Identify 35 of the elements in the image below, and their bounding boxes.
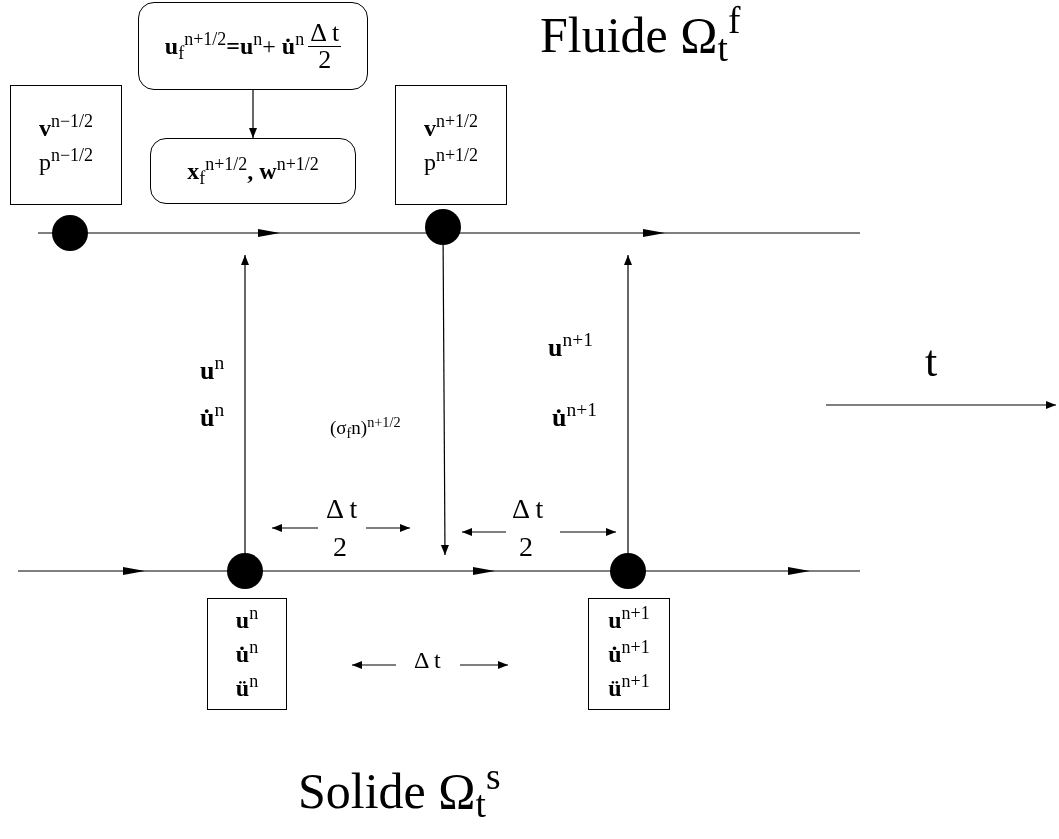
math-label: Δ t — [414, 648, 441, 672]
math-label: u$^{n+1}$ — [548, 335, 593, 361]
value-text: u̇$^{n+1}$ — [608, 639, 650, 669]
math-label: Δ t — [512, 495, 544, 523]
math-label: (σ$_{f}$n)$^{n+1/2}$ — [330, 418, 401, 437]
math-label: u̇$^{n}$ — [200, 405, 225, 431]
value-text: v$^{n+1/2}$ — [423, 113, 479, 143]
math-label: 2 — [333, 533, 347, 561]
arrow — [249, 89, 257, 139]
math-label: Δ t — [326, 495, 358, 523]
fraction-denominator: 2 — [318, 46, 332, 73]
value-text: u$^{n}$ — [235, 605, 259, 635]
math-label: 2 — [519, 533, 533, 561]
value-text: v$^{n−1/2}$ — [38, 113, 94, 143]
value-box — [10, 85, 122, 205]
value-text: u̇$^{n}$ — [235, 639, 259, 669]
value-text: ü$^{n}$ — [235, 673, 259, 703]
value-text: u$^{n+1}$ — [608, 605, 650, 635]
value-box — [395, 85, 507, 205]
math-label: u$^{n}$ — [200, 358, 225, 384]
value-text: p$^{n−1/2}$ — [38, 147, 94, 177]
arrow — [440, 244, 449, 556]
math-label: t — [925, 340, 938, 384]
value-box — [207, 598, 287, 710]
formula-box — [150, 138, 356, 204]
formula-box — [138, 2, 368, 90]
math-label: u̇$^{n+1}$ — [552, 405, 597, 431]
value-text: ü$^{n+1}$ — [608, 673, 650, 703]
arrow — [624, 254, 632, 554]
fraction-numerator: Δ t — [308, 19, 342, 47]
formula-text: u$_{f}$$^{n+1/2}$=u$^{n}$+ u̇$^{n}$ — [164, 34, 305, 58]
value-text: x$_{f}$$^{n+1/2}$, w$^{n+1/2}$ — [187, 156, 319, 186]
arrow — [241, 254, 249, 554]
value-text: p$^{n+1/2}$ — [423, 147, 479, 177]
value-box — [588, 598, 670, 710]
